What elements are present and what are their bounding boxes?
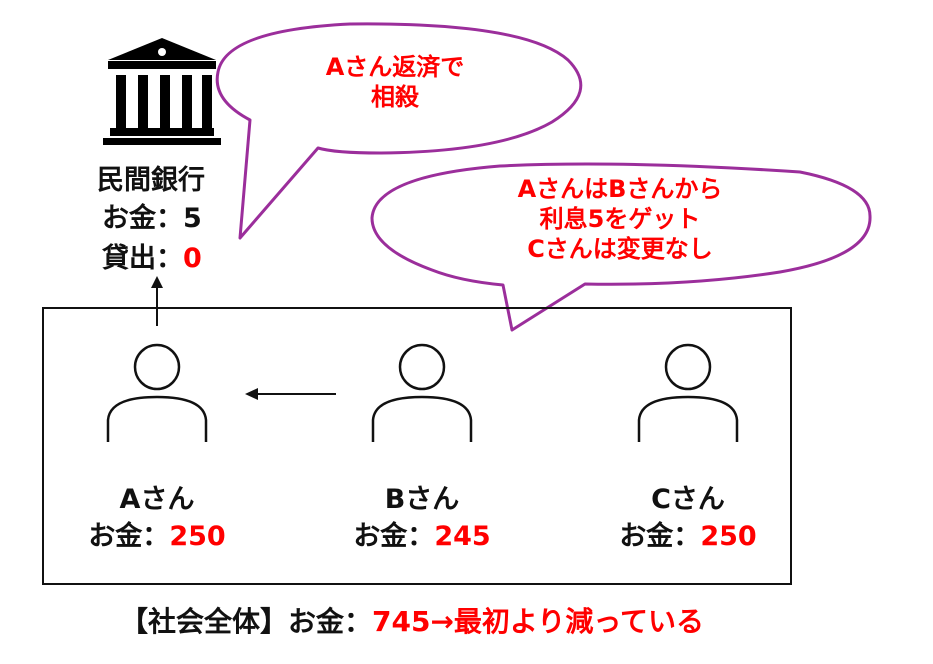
bubble-1-text: Aさん返済で 相殺 xyxy=(270,52,520,112)
bank-loan-value: 0 xyxy=(183,243,202,274)
person-c-name: Cさん xyxy=(651,484,725,515)
person-a-money-label: お金： xyxy=(88,521,170,552)
speech-bubble-1 xyxy=(215,22,583,240)
person-c-money: お金：250 xyxy=(603,523,773,550)
person-c-money-label: お金： xyxy=(619,521,701,552)
bank-money: お金：5 xyxy=(102,205,202,232)
speech-bubble-2 xyxy=(370,162,872,332)
person-b-name: Bさん xyxy=(384,484,460,515)
person-b-icon xyxy=(371,343,473,442)
footer-summary: 【社会全体】お金：745→最初より減っている xyxy=(120,608,704,636)
person-a-icon xyxy=(106,343,208,442)
bank-loan-label: 貸出： xyxy=(102,243,183,274)
bubble-1-line: Aさん返済で xyxy=(325,53,465,81)
bank-money-value: 5 xyxy=(183,203,202,234)
bubble-1-line: 相殺 xyxy=(371,83,419,111)
footer-prefix: 【社会全体】お金： xyxy=(120,605,373,638)
person-c-icon xyxy=(637,343,739,442)
bubble-2-line: Cさんは変更なし xyxy=(527,235,713,263)
bank-loan: 貸出：0 xyxy=(102,245,202,272)
person-a-money: お金：250 xyxy=(72,523,242,550)
bubble-2-text: AさんはBさんから 利息5をゲット Cさんは変更なし xyxy=(440,174,800,264)
bubble-2-line: AさんはBさんから xyxy=(517,175,723,203)
bank-icon xyxy=(103,38,221,145)
people-box xyxy=(42,307,792,585)
bubble-2-line: 利息5をゲット xyxy=(539,205,701,233)
footer-highlight: 745→最初より減っている xyxy=(372,605,704,638)
person-b-money-label: お金： xyxy=(353,521,435,552)
bank-money-label: お金： xyxy=(102,203,183,234)
arrow-left-icon xyxy=(245,388,336,400)
person-b-money-value: 245 xyxy=(434,521,491,552)
person-c-money-value: 250 xyxy=(700,521,757,552)
person-b-money: お金：245 xyxy=(337,523,507,550)
person-a-money-value: 250 xyxy=(169,521,226,552)
bank-name: 民間銀行 xyxy=(97,165,205,196)
arrow-up-icon xyxy=(151,276,163,326)
person-a-name: Aさん xyxy=(119,484,195,515)
